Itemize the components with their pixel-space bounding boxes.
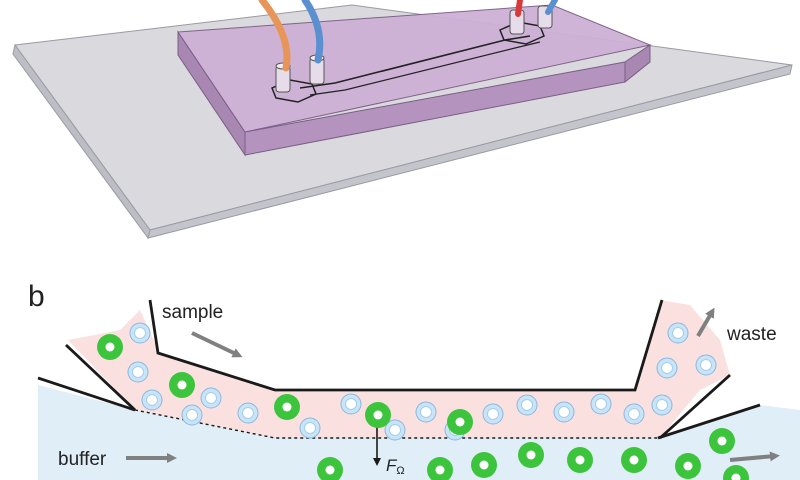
large-particle: [447, 409, 473, 435]
small-particle: [129, 322, 151, 344]
force-subscript: Ω: [396, 465, 404, 477]
small-particle: [127, 361, 149, 383]
small-particle: [695, 354, 717, 376]
microchannel-lower: [309, 41, 541, 96]
small-particle: [237, 402, 259, 424]
large-particle: [567, 447, 593, 473]
large-particle: [97, 334, 123, 360]
small-particle: [651, 394, 673, 416]
blue-inlet-tube: [301, 0, 324, 64]
small-particle: [384, 419, 406, 441]
buffer-stream: [38, 385, 800, 480]
large-particle: [169, 372, 195, 398]
red-outlet-tube: [515, 0, 523, 17]
small-particle: [590, 393, 612, 415]
small-particle: [656, 357, 678, 379]
output-flow-arrow: [729, 451, 780, 462]
large-particle: [317, 457, 343, 480]
large-particle: [471, 452, 497, 478]
small-particle: [516, 394, 538, 416]
small-particle: [340, 393, 362, 415]
outlet-divider: [657, 403, 761, 440]
large-particles: [97, 334, 749, 480]
buffer-label: buffer: [58, 449, 107, 470]
sample-inlet-divider: [65, 343, 136, 412]
panel-label-b: b: [28, 280, 45, 313]
waste-flow-arrow: [696, 307, 715, 338]
force-symbol: F: [386, 456, 398, 475]
large-particle: [274, 394, 300, 420]
large-particle: [427, 457, 453, 480]
outlet-upper-wall: [659, 373, 731, 440]
buffer-inlet-wall: [37, 376, 136, 412]
orange-inlet-tube: [258, 0, 291, 72]
microchannel: [299, 35, 531, 89]
waste-label: waste: [726, 324, 777, 345]
large-particle: [675, 453, 701, 479]
large-particle: [621, 447, 647, 473]
chip-illustration: [12, 0, 793, 240]
small-particle: [181, 404, 203, 426]
large-particle: [709, 428, 735, 454]
sample-label: sample: [162, 302, 223, 323]
small-particles: [127, 322, 717, 441]
large-particle: [723, 465, 749, 480]
large-particle: [365, 402, 391, 428]
small-particle: [200, 387, 222, 409]
force-label: FΩ: [386, 456, 405, 477]
small-particle: [141, 389, 163, 411]
pdms-block-right: [624, 44, 651, 84]
large-particle: [518, 442, 544, 468]
sample-flow-arrow: [191, 331, 243, 358]
small-particle: [299, 417, 321, 439]
small-particle: [553, 401, 575, 423]
small-particle: [415, 401, 437, 423]
small-particle: [667, 322, 689, 344]
small-particle: [482, 403, 504, 425]
small-particle: [623, 403, 645, 425]
glass-slide-edge-left: [12, 43, 151, 240]
upper-inlet-wall: [148, 299, 664, 392]
blue-outlet-tube: [545, 0, 558, 15]
